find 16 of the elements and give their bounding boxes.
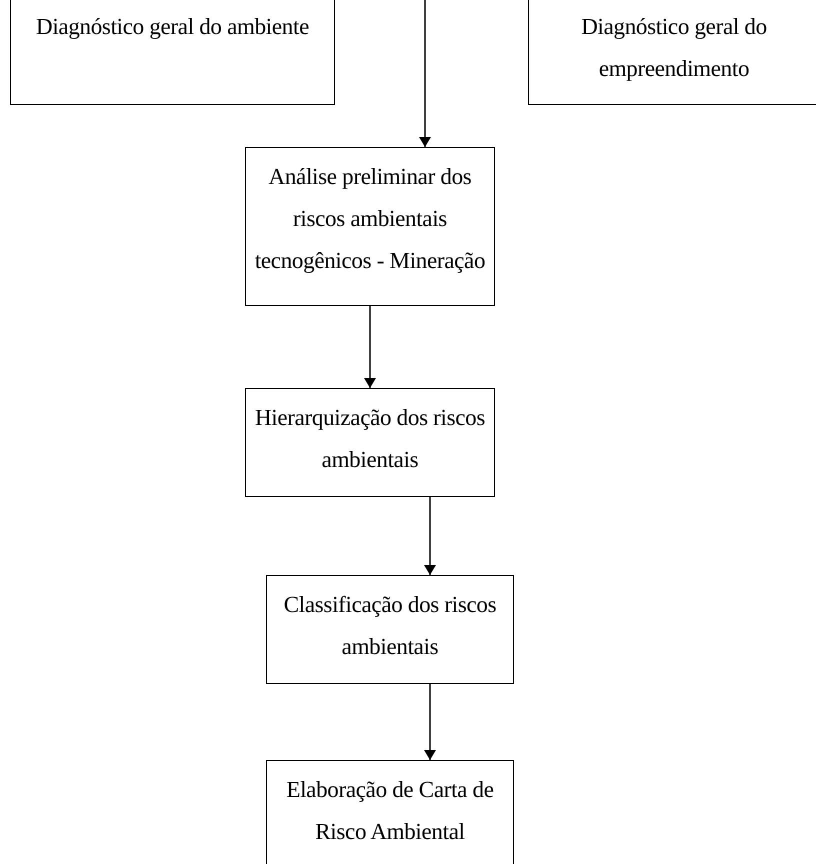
process-box xyxy=(528,0,816,105)
arrow xyxy=(419,0,431,147)
process-box xyxy=(266,760,514,864)
box-text: Diagnóstico geral do ambiente xyxy=(36,14,309,39)
box-text: Hierarquização dos riscos ambientais xyxy=(254,405,486,472)
process-box xyxy=(245,388,495,497)
arrow xyxy=(424,684,436,760)
box-text: Elaboração de Carta de Risco Ambiental xyxy=(286,777,494,844)
process-box xyxy=(10,0,335,105)
box-text: Classificação dos riscos ambientais xyxy=(284,592,496,659)
box-text: Análise preliminar dos riscos ambientais tecnogênicos - Mineração xyxy=(254,164,486,273)
box-text: Diagnóstico geral do empreendimento xyxy=(581,14,767,81)
process-box xyxy=(245,147,495,306)
process-box xyxy=(266,575,514,684)
arrow xyxy=(364,306,376,388)
arrow xyxy=(424,497,436,575)
